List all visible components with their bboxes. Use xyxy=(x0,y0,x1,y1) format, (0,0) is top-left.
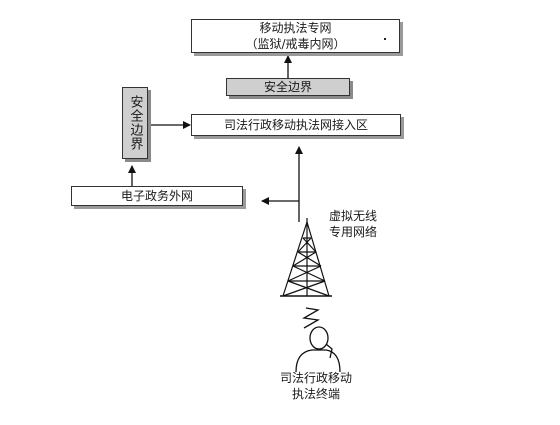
terminal-label-line1: 司法行政移动 xyxy=(279,371,352,385)
security-border-left-label: 安全边界 xyxy=(127,95,143,151)
security-border-top-box: 安全边界 xyxy=(226,78,350,96)
mobile-private-net-box: 移动执法专网 （监狱/戒毒内网） xyxy=(191,19,400,53)
signal-zigzag-icon xyxy=(302,307,320,329)
vpdn-label-line2: 专用网络 xyxy=(328,225,377,239)
egov-extranet-label: 电子政务外网 xyxy=(120,189,193,203)
mobile-user-icon xyxy=(295,326,341,373)
security-border-top-label: 安全边界 xyxy=(263,80,312,94)
access-zone-label: 司法行政移动执法网接入区 xyxy=(223,118,368,132)
cell-tower-icon xyxy=(280,218,332,297)
egov-extranet-box: 电子政务外网 xyxy=(71,186,243,206)
dot-mark xyxy=(384,38,386,40)
access-zone-box: 司法行政移动执法网接入区 xyxy=(191,114,401,136)
terminal-label: 司法行政移动 执法终端 xyxy=(262,370,370,402)
terminal-label-line2: 执法终端 xyxy=(291,387,340,401)
mobile-private-net-title: 移动执法专网 xyxy=(259,21,332,35)
mobile-private-net-subtitle: （监狱/戒毒内网） xyxy=(245,37,346,51)
security-border-left-box: 安全边界 xyxy=(122,87,148,159)
vpdn-label: 虚拟无线 专用网络 xyxy=(318,208,388,240)
vpdn-label-line1: 虚拟无线 xyxy=(328,209,377,223)
